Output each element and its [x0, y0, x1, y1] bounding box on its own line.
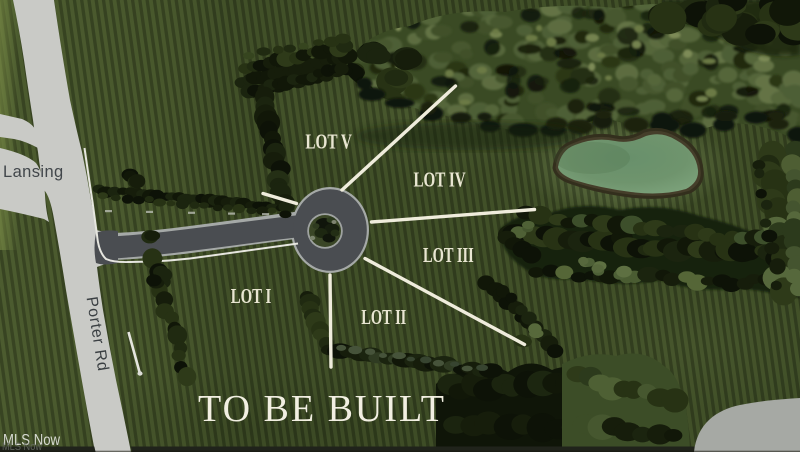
svg-text:LOT IV: LOT IV: [413, 168, 465, 192]
svg-text:MLS Now: MLS Now: [3, 432, 61, 449]
svg-text:Lansing: Lansing: [3, 163, 64, 181]
svg-text:LOT III: LOT III: [423, 243, 474, 267]
svg-text:MLS Now: MLS Now: [2, 441, 42, 452]
svg-text:TO BE BUILT: TO BE BUILT: [198, 388, 446, 430]
svg-text:LOT I: LOT I: [231, 284, 272, 308]
svg-text:LOT II: LOT II: [361, 305, 406, 329]
svg-text:LOT V: LOT V: [305, 130, 352, 154]
